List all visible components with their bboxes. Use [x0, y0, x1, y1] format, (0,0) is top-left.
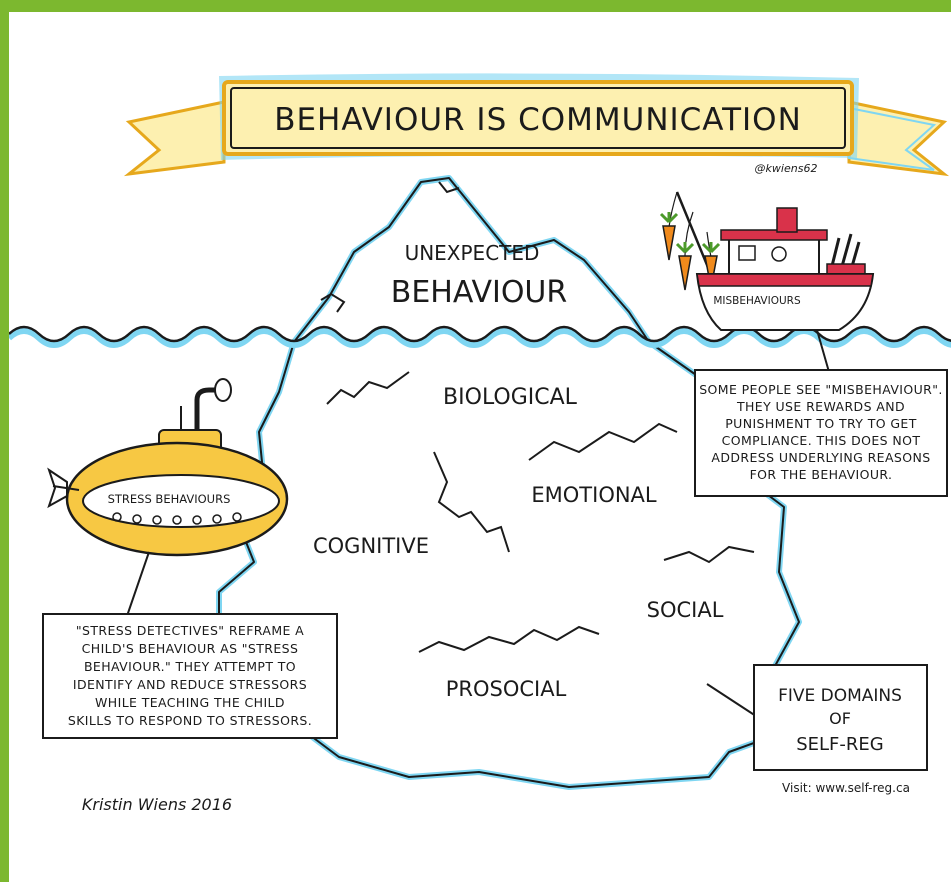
domain-prosocial: PROSOCIAL	[446, 677, 567, 701]
iceberg-diagram: BEHAVIOUR IS COMMUNICATION @kwiens62 UNE…	[9, 73, 951, 814]
signature: Kristin Wiens 2016	[82, 795, 232, 814]
misbehaviour-note-line: COMPLIANCE. THIS DOES NOT	[722, 433, 921, 448]
misbehaviour-note-line: FOR THE BEHAVIOUR.	[750, 467, 893, 482]
porthole-icons	[112, 512, 242, 525]
banner: BEHAVIOUR IS COMMUNICATION	[123, 73, 950, 177]
misbehaviour-note-line: ADDRESS UNDERLYING REASONS	[711, 450, 930, 465]
stress-note-line: SKILLS TO RESPOND TO STRESSORS.	[68, 713, 312, 728]
domains-connector	[706, 683, 760, 719]
carrot-icon	[675, 242, 695, 291]
stress-note-line: WHILE TEACHING THE CHILD	[95, 695, 285, 710]
banner-title: BEHAVIOUR IS COMMUNICATION	[274, 102, 802, 138]
waterline-blue	[9, 328, 951, 348]
domains-box-line: FIVE DOMAINS	[778, 686, 902, 706]
author-handle: @kwiens62	[755, 162, 818, 175]
carrot-icon	[659, 212, 679, 261]
submarine-connector	[126, 551, 150, 617]
stress-note-line: "STRESS DETECTIVES" REFRAME A	[76, 623, 304, 638]
tip-line-2: BEHAVIOUR	[391, 275, 567, 310]
tip-line-1: UNEXPECTED	[405, 241, 540, 265]
domains-box-line: SELF-REG	[796, 734, 884, 755]
stress-note-line: IDENTIFY AND REDUCE STRESSORS	[73, 677, 307, 692]
stress-note-line: BEHAVIOUR." THEY ATTEMPT TO	[84, 659, 296, 674]
stress-note-line: CHILD'S BEHAVIOUR AS "STRESS	[82, 641, 299, 656]
misbehaviour-note: SOME PEOPLE SEE "MISBEHAVIOUR". THEY USE…	[694, 369, 948, 497]
misbehaviour-note-line: PUNISHMENT TO TRY TO GET	[725, 416, 917, 431]
visit-link[interactable]: Visit: www.self-reg.ca	[782, 781, 910, 795]
boat-connector	[816, 329, 830, 373]
stress-detectives-note: "STRESS DETECTIVES" REFRAME A CHILD'S BE…	[42, 613, 338, 739]
illustration-frame: BEHAVIOUR IS COMMUNICATION @kwiens62 UNE…	[9, 12, 951, 882]
domain-biological: BIOLOGICAL	[443, 385, 578, 410]
domains-box-line: OF	[829, 709, 851, 728]
misbehaviour-note-line: THEY USE REWARDS AND	[736, 399, 905, 414]
domain-cognitive: COGNITIVE	[313, 534, 429, 558]
domain-emotional: EMOTIONAL	[531, 483, 657, 507]
domain-social: SOCIAL	[647, 598, 724, 622]
carrot-icon	[701, 242, 721, 289]
five-domains-box: FIVE DOMAINS OF SELF-REG	[753, 664, 928, 771]
boat-label: MISBEHAVIOURS	[713, 295, 801, 307]
misbehaviour-note-line: SOME PEOPLE SEE "MISBEHAVIOUR".	[699, 382, 943, 397]
iceberg: UNEXPECTED BEHAVIOUR BIOLOGICAL EMOTIONA…	[216, 175, 802, 790]
submarine-label: STRESS BEHAVIOURS	[108, 492, 231, 506]
boat: MISBEHAVIOURS	[659, 191, 875, 331]
submarine: STRESS BEHAVIOURS	[47, 378, 289, 557]
